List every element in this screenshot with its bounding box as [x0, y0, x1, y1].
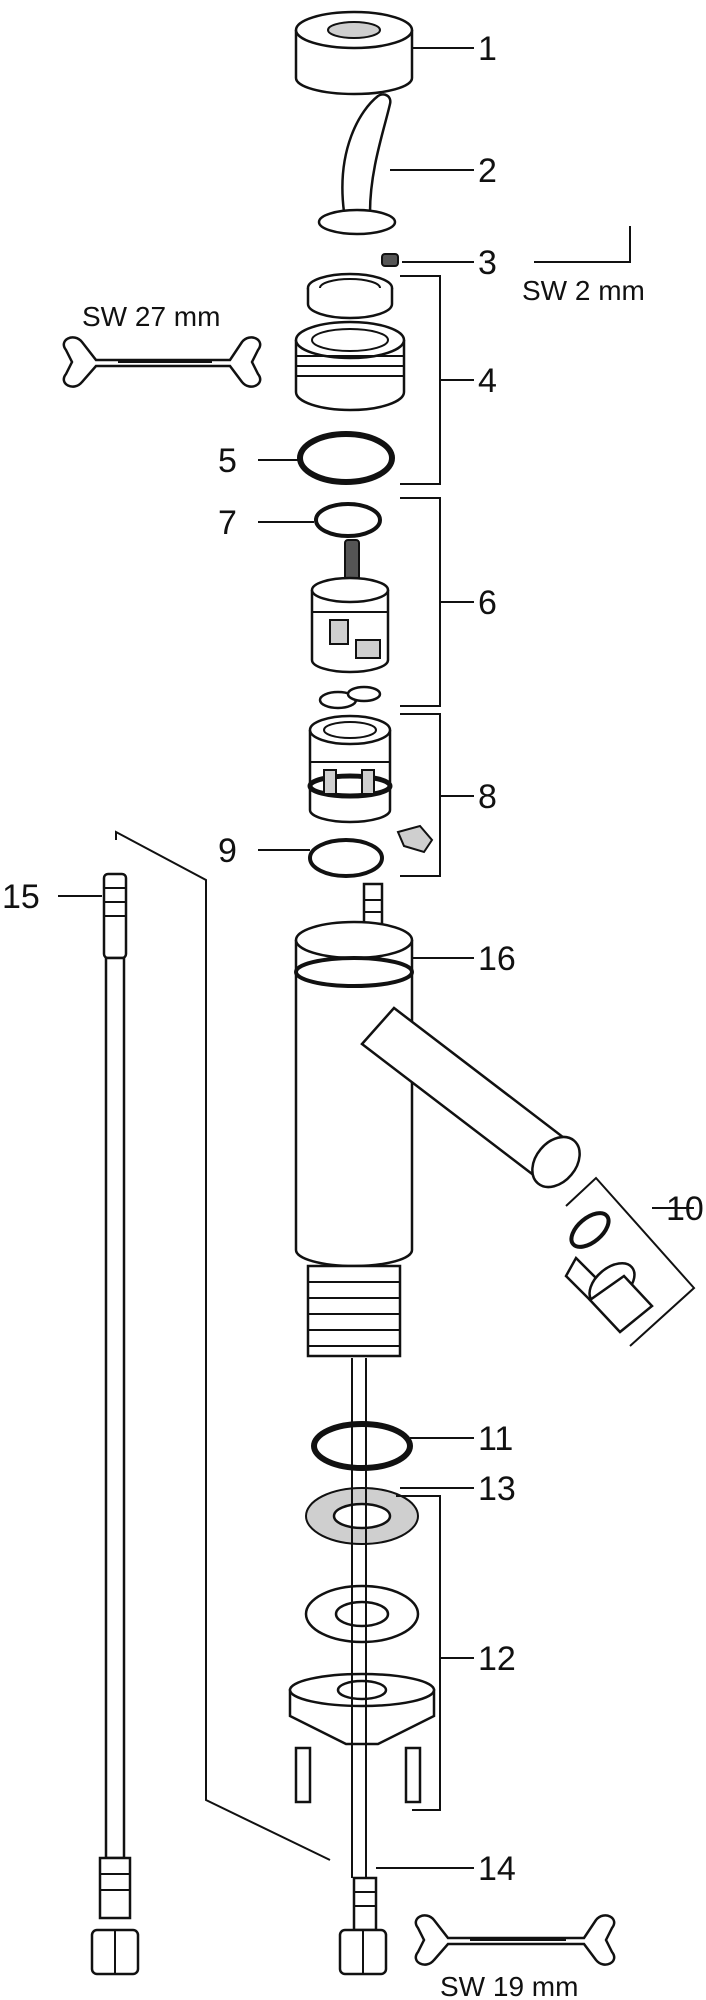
part-12-mounting-set — [288, 1584, 436, 1804]
callout-2: 2 — [478, 152, 497, 190]
callout-3: 3 — [478, 244, 497, 282]
part-10-aerator — [564, 1211, 654, 1334]
callout-4: 4 — [478, 362, 497, 400]
part-16-body — [294, 882, 581, 1358]
part-3-set-screw — [381, 253, 399, 267]
part-15-hose — [90, 872, 140, 1976]
callout-6: 6 — [478, 584, 497, 622]
leader-lines — [58, 47, 694, 1869]
wrench-top-label: SW 27 mm — [82, 301, 220, 332]
part-2-handle — [317, 93, 397, 236]
callout-9: 9 — [218, 832, 237, 870]
callout-8: 8 — [478, 778, 497, 816]
supply-tube-center — [351, 1358, 367, 1878]
wrench-icon — [414, 1914, 616, 1966]
wrench-bottom-label: SW 19 mm — [440, 1971, 578, 2000]
part-11-o-ring — [311, 1421, 413, 1471]
part-13-washer — [305, 1487, 419, 1545]
callout-11: 11 — [478, 1420, 513, 1458]
wrench-icon — [62, 336, 262, 388]
part-14-connector — [338, 1876, 388, 1976]
callout-16: 16 — [478, 940, 516, 978]
part-5-o-ring — [297, 431, 395, 485]
callout-13: 13 — [478, 1470, 516, 1508]
callout-14: 14 — [478, 1850, 516, 1888]
part-8-insert — [307, 714, 434, 854]
callout-7: 7 — [218, 504, 237, 542]
part-1-cap — [294, 10, 414, 96]
part-4-nut — [294, 272, 406, 412]
callout-12: 12 — [478, 1640, 516, 1678]
callout-5: 5 — [218, 442, 237, 480]
callout-1: 1 — [478, 30, 497, 68]
hex-key-icon — [534, 226, 631, 263]
part-6-cartridge — [310, 539, 390, 710]
callout-10: 10 — [666, 1190, 704, 1228]
part-7-o-ring — [314, 502, 382, 538]
part-9-o-ring — [308, 838, 384, 878]
callout-15: 15 — [2, 878, 40, 916]
hex-key-label: SW 2 mm — [522, 275, 645, 306]
